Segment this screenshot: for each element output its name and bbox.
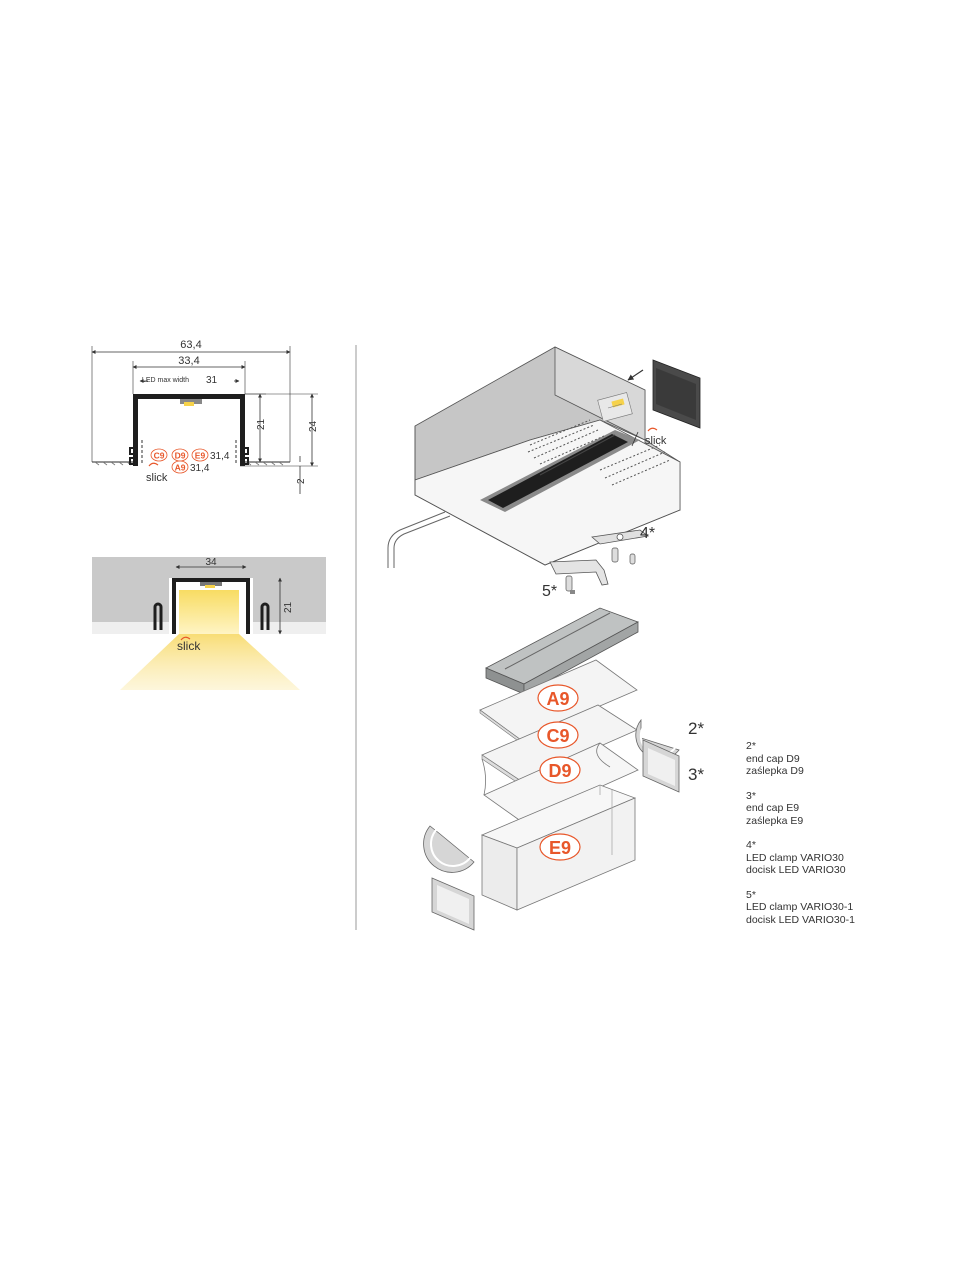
parts-legend: 2* end cap D9 zaślepka D9 3* end cap E9 … <box>746 740 946 938</box>
diffuser-c9: C9 <box>481 704 638 786</box>
badge-e9-exploded: E9 <box>549 838 571 858</box>
end-cap-d9-left <box>423 825 475 873</box>
recessed-profile <box>488 434 628 508</box>
row2-value: 31,4 <box>190 463 210 474</box>
legend-pl: zaślepka D9 <box>746 765 804 777</box>
legend-en: LED clamp VARIO30-1 <box>746 901 854 913</box>
diffuser-e9: E9 <box>480 784 637 911</box>
light-beam <box>120 634 300 690</box>
end-cap-e9 <box>642 739 680 793</box>
diffuser-badges-row1: C9 D9 E9 31,4 <box>150 448 230 462</box>
diffuser-a9: A9 <box>479 659 638 744</box>
diffuser-d9: D9 <box>481 742 639 823</box>
legend-pl: docisk LED VARIO30 <box>746 864 846 876</box>
badge-e9: E9 <box>195 451 206 461</box>
legend-num: 2* <box>746 740 756 752</box>
dim-height-inner: 21 <box>256 418 267 430</box>
aluminium-profile-bare <box>485 607 639 695</box>
badge-c9-exploded: C9 <box>546 726 569 746</box>
callout-5: 5* <box>542 583 557 600</box>
legend-num: 5* <box>746 888 756 901</box>
dim-inner-width: 33,4 <box>178 355 199 367</box>
dim-flange: 2 <box>296 478 307 484</box>
dim-width: 34 <box>205 557 217 568</box>
led-clamp-vario30-1 <box>549 559 609 594</box>
legend-num: 4* <box>746 839 756 851</box>
brand-logo-exploded: slick <box>645 435 667 447</box>
brand-logo-install: slick <box>177 639 201 653</box>
ceiling-box <box>387 346 681 568</box>
legend-num: 3* <box>746 789 756 802</box>
insert-arrow <box>627 369 644 381</box>
badge-d9-exploded: D9 <box>548 761 571 781</box>
diffuser-badges-row2: A9 31,4 <box>171 460 210 474</box>
slick-logo-mark <box>148 462 159 467</box>
led-chip <box>184 402 194 406</box>
end-cap-e9-left <box>431 877 475 931</box>
legend-entry-5: 5* LED clamp VARIO30-1 docisk LED VARIO3… <box>746 889 946 927</box>
legend-en: LED clamp VARIO30 <box>746 851 844 864</box>
dim-height-total: 24 <box>308 420 319 432</box>
callout-3: 3* <box>688 765 704 784</box>
installation-view: 34 21 slick <box>92 557 326 690</box>
led-strip <box>180 399 202 404</box>
badge-d9: D9 <box>175 451 186 461</box>
exploded-view: slick 4* 5* A9 <box>387 346 704 931</box>
profile-cross-section: 63,4 33,4 LED max width 31 21 24 2 C9 D9… <box>91 339 319 494</box>
dim-height: 21 <box>283 601 294 613</box>
led-max-width-value: 31 <box>206 375 218 386</box>
legend-entry-4: 4* LED clamp VARIO30 docisk LED VARIO30 <box>746 839 946 877</box>
brand-logo: slick <box>146 472 168 484</box>
row1-value: 31,4 <box>210 451 230 462</box>
callout-4: 4* <box>640 525 655 542</box>
legend-en: end cap E9 <box>746 802 800 814</box>
badge-a9-exploded: A9 <box>546 689 569 709</box>
dim-total-width: 63,4 <box>180 339 201 351</box>
legend-pl: zaślepka E9 <box>746 814 804 827</box>
badge-a9: A9 <box>175 463 186 473</box>
led-max-width-label: LED max width <box>142 377 189 384</box>
legend-en: end cap D9 <box>746 752 800 765</box>
legend-entry-2: 2* end cap D9 zaślepka D9 <box>746 740 946 778</box>
legend-entry-3: 3* end cap E9 zaślepka E9 <box>746 790 946 828</box>
callout-2: 2* <box>688 719 704 738</box>
legend-pl: docisk LED VARIO30-1 <box>746 913 855 926</box>
led-clamp-vario30 <box>591 529 649 565</box>
badge-c9: C9 <box>154 451 165 461</box>
